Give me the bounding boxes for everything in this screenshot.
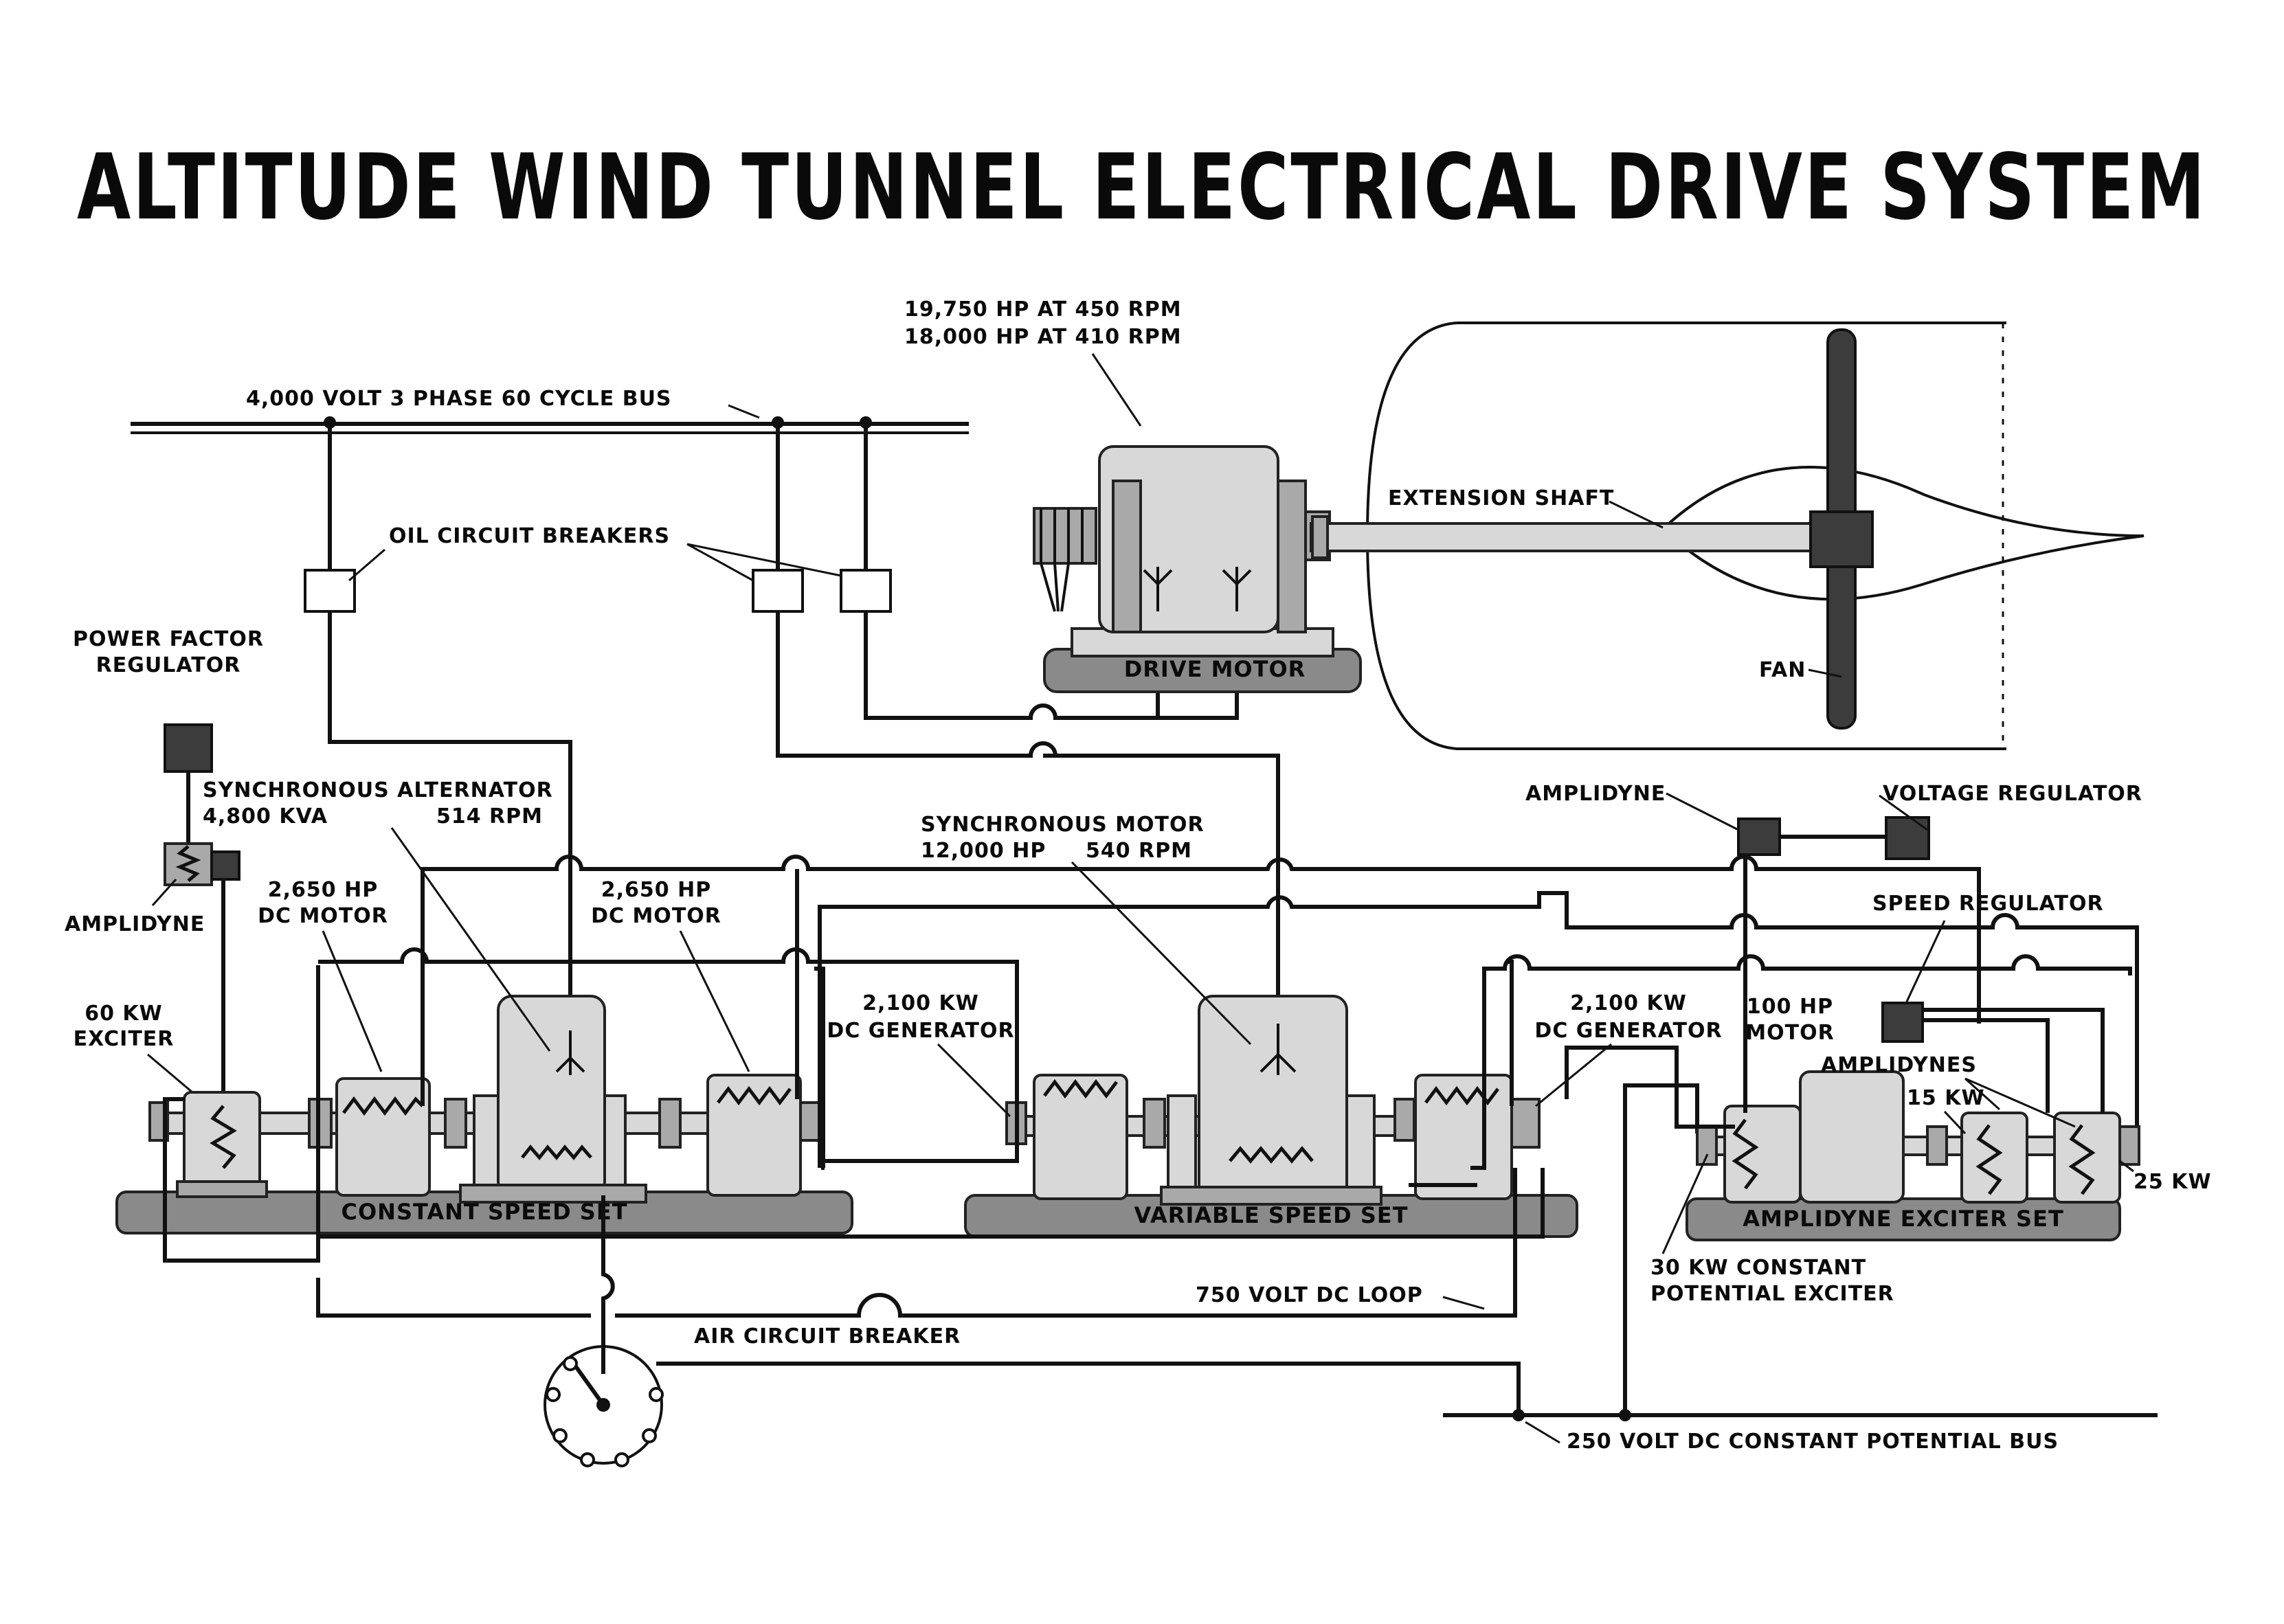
dc-loop-label: 750 VOLT DC LOOP [1196, 1283, 1423, 1307]
drive-motor-label: DRIVE MOTOR [1124, 656, 1306, 682]
pf-regulator [164, 723, 213, 773]
dc-gen-b-leader [1535, 1043, 1612, 1107]
amplidyne-left-leader [151, 878, 177, 907]
dc-gen-b-label-1: 2,100 KW [1570, 991, 1687, 1015]
bus-4000v-label: 4,000 VOLT 3 PHASE 60 CYCLE BUS [246, 387, 672, 411]
dc-loop-leader [1442, 1296, 1485, 1310]
exciter-60kw-label-1: 60 KW [85, 1002, 163, 1026]
wire-drive-feed-1 [864, 584, 1160, 720]
dc-motor-a-label-2: DC MOTOR [258, 904, 388, 928]
constant-speed-set [115, 995, 853, 1234]
voltage-regulator-label: VOLTAGE REGULATOR [1883, 782, 2142, 806]
kw-15-leader [1943, 1110, 1967, 1135]
wire-alt-feed [328, 611, 572, 1109]
dc-motor-b-leader [679, 930, 750, 1072]
fan-label: FAN [1759, 658, 1806, 682]
sync-motor-leader [1071, 861, 1252, 1046]
oil-breaker-2 [752, 569, 804, 613]
kw-25-leader [2119, 1160, 2134, 1173]
dc-motor-b-label-2: DC MOTOR [591, 904, 721, 928]
sync-alt-leader [390, 827, 551, 1052]
rotary-switch [544, 1345, 1521, 1467]
pf-regulator-label-2: REGULATOR [96, 653, 241, 677]
drive-motor-rating-1: 19,750 HP AT 450 RPM [904, 297, 1182, 322]
drive-motor-rating-leader [1091, 353, 1142, 427]
variable-speed-set [964, 995, 1578, 1238]
dc-gen-b-label-2: DC GENERATOR [1534, 1019, 1722, 1043]
exciter-60kw-label-2: EXCITER [74, 1027, 175, 1051]
exciter-30kw-leader [1661, 1153, 1709, 1254]
amplidyne-left [164, 842, 240, 886]
interconnect-wiring [163, 855, 2139, 1374]
sync-alt-label-1: SYNCHRONOUS ALTERNATOR [203, 778, 553, 802]
drive-motor-rating-2: 18,000 HP AT 410 RPM [904, 325, 1182, 349]
oil-circuit-breakers [304, 424, 892, 613]
sync-alt-label-2: 4,800 KVA [203, 804, 328, 828]
sync-alt-label-3: 514 RPM [436, 804, 543, 828]
amplidynes-label: AMPLIDYNES [1821, 1053, 1977, 1077]
exciter-30kw-label-2: POTENTIAL EXCITER [1650, 1282, 1894, 1306]
speed-regulator-leader [1905, 920, 1946, 1002]
motor-100hp-label-2: MOTOR [1745, 1021, 1834, 1045]
dc-gen-a-label-2: DC GENERATOR [827, 1019, 1014, 1043]
fan-assembly [1310, 322, 2145, 750]
oil-breaker-1 [304, 569, 356, 613]
bus-4000v [131, 416, 969, 434]
amplidyne-right-leader [1666, 792, 1739, 831]
exciter-60kw-leader [147, 1053, 193, 1094]
kw-25-label: 25 KW [2134, 1170, 2212, 1194]
dc-gen-a-label-1: 2,100 KW [862, 991, 979, 1015]
sync-motor-label-3: 540 RPM [1086, 839, 1192, 863]
oil-breaker-leader-2 [686, 543, 842, 582]
bus-250v [1443, 1083, 2158, 1421]
dc-motor-a-leader [322, 930, 383, 1072]
speed-regulator-label: SPEED REGULATOR [1872, 892, 2104, 916]
extension-shaft-leader [1609, 500, 1664, 529]
kw-15-label: 15 KW [1907, 1086, 1985, 1110]
dc-gen-a-leader [937, 1043, 1011, 1118]
dc-motor-a-label-1: 2,650 HP [268, 878, 378, 902]
constant-speed-set-label: CONSTANT SPEED SET [341, 1199, 627, 1225]
bus-4000v-leader [728, 404, 760, 419]
amplidyne-exciter-set [1686, 1070, 2140, 1241]
sync-motor-label-2: 12,000 HP [921, 839, 1046, 863]
bus-250v-label: 250 VOLT DC CONSTANT POTENTIAL BUS [1567, 1430, 2059, 1454]
sync-motor-label-1: SYNCHRONOUS MOTOR [921, 813, 1205, 837]
right-regulators [1565, 816, 2105, 1129]
oil-breakers-label: OIL CIRCUIT BREAKERS [389, 524, 670, 548]
amplidyne-left-label: AMPLIDYNE [65, 912, 205, 936]
oil-breaker-leader-1 [348, 548, 385, 582]
bus-250v-leader [1525, 1421, 1560, 1444]
pf-regulator-label-1: POWER FACTOR [73, 627, 264, 651]
fan-leader [1808, 668, 1842, 678]
amplidyne-right-label: AMPLIDYNE [1525, 782, 1666, 806]
air-breaker-label: AIR CIRCUIT BREAKER [694, 1324, 961, 1349]
exciter-30kw-label-1: 30 KW CONSTANT [1650, 1256, 1866, 1280]
dc-motor-b-label-1: 2,650 HP [601, 878, 711, 902]
motor-100hp-label-1: 100 HP [1747, 995, 1833, 1019]
amplidynes-leader [1964, 1077, 2076, 1128]
drive-motor [1033, 445, 1362, 693]
voltage-regulator-leader [1879, 794, 1928, 831]
extension-shaft-label: EXTENSION SHAFT [1388, 486, 1614, 510]
amplidyne-exciter-set-label: AMPLIDYNE EXCITER SET [1743, 1206, 2064, 1232]
oil-breaker-3 [840, 569, 892, 613]
diagram-title: ALTITUDE WIND TUNNEL ELECTRICAL DRIVE SY… [77, 135, 2207, 240]
variable-speed-set-label: VARIABLE SPEED SET [1134, 1202, 1408, 1228]
